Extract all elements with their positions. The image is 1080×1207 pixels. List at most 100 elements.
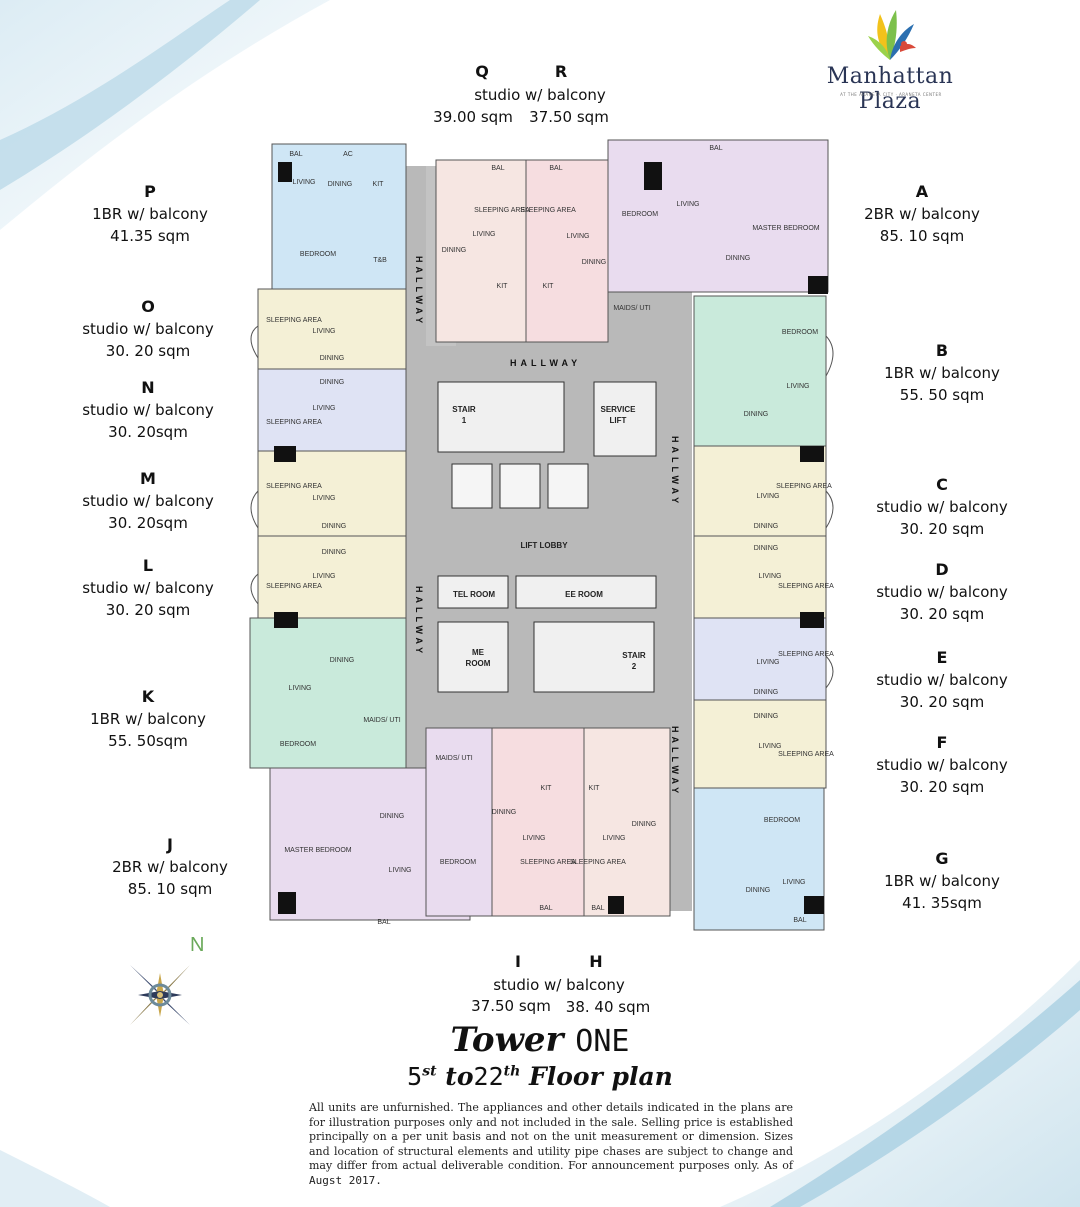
- ee-room: [515, 575, 657, 609]
- room-label: BEDROOM: [782, 329, 818, 336]
- unit-type: studio w/ balcony: [82, 492, 214, 510]
- room-label: KIT: [497, 283, 509, 290]
- room-label: SLEEPING AREA: [266, 317, 322, 324]
- unit-h-plan: [583, 727, 671, 917]
- room-label: AC: [343, 151, 353, 158]
- floor-to: 22: [473, 1062, 504, 1091]
- unit-type: studio w/ balcony: [876, 498, 1008, 516]
- parrot-logo-icon: [868, 10, 916, 60]
- unit-type: 2BR w/ balcony: [112, 858, 228, 876]
- service-lift-label: SERVICE: [601, 405, 637, 414]
- room-label: LIVING: [313, 405, 336, 412]
- unit-r-plan: [525, 159, 609, 343]
- room-label: LIVING: [289, 685, 312, 692]
- stair-1: [437, 381, 565, 453]
- room-label: DINING: [328, 181, 353, 188]
- me-room-sub: ROOM: [466, 659, 491, 668]
- room-label: DINING: [320, 355, 345, 362]
- disclaimer-body: All units are unfurnished. The appliance…: [309, 1101, 793, 1173]
- unit-size: 55. 50sqm: [108, 732, 188, 750]
- unit-letter: R: [554, 62, 568, 81]
- room-label: DINING: [744, 411, 769, 418]
- room-label: BEDROOM: [300, 251, 336, 258]
- compass-rose-icon: [130, 965, 190, 1025]
- compass-north-label: N: [190, 934, 205, 956]
- stair1-number: 1: [462, 416, 467, 425]
- hallway-label-right-bottom: HALLWAY: [670, 726, 680, 797]
- unit-label-q: Q: [462, 61, 502, 83]
- unit-label-d: D studio w/ balcony 30. 20 sqm: [852, 559, 1032, 625]
- room-label: LIVING: [759, 743, 782, 750]
- me-room: [437, 621, 509, 693]
- unit-label-r: R: [541, 61, 581, 83]
- room-label: LIVING: [757, 659, 780, 666]
- unit-f-plan: [693, 699, 827, 789]
- unit-letter: K: [141, 687, 155, 706]
- unit-l-plan: [257, 535, 407, 619]
- room-label: BAL: [549, 165, 562, 172]
- room-label: DINING: [726, 255, 751, 262]
- room-label: DINING: [320, 379, 345, 386]
- unit-label-k: K 1BR w/ balcony 55. 50sqm: [58, 686, 238, 752]
- tower-name: ONE: [575, 1024, 630, 1059]
- unit-type: studio w/ balcony: [82, 579, 214, 597]
- room-label: LIVING: [313, 328, 336, 335]
- service-lift-sub: LIFT: [610, 416, 627, 425]
- unit-p-plan: [271, 143, 407, 290]
- unit-label-b: B 1BR w/ balcony 55. 50 sqm: [852, 340, 1032, 406]
- unit-letter: G: [935, 849, 949, 868]
- lift-lobby-label: LIFT LOBBY: [520, 541, 568, 550]
- room-label: LIVING: [757, 493, 780, 500]
- room-label: LIVING: [523, 835, 546, 842]
- unit-letter: J: [167, 835, 173, 854]
- unit-size: 85. 10 sqm: [879, 227, 965, 245]
- room-label: T&B: [373, 257, 387, 264]
- unit-type: 1BR w/ balcony: [92, 205, 208, 223]
- room-label: DINING: [632, 821, 657, 828]
- unit-label-i: I: [498, 951, 538, 973]
- unit-label-g: G 1BR w/ balcony 41. 35sqm: [852, 848, 1032, 914]
- unit-size: 85. 10 sqm: [127, 880, 213, 898]
- unit-label-c: C studio w/ balcony 30. 20 sqm: [852, 474, 1032, 540]
- room-label: DINING: [492, 809, 517, 816]
- unit-label-e: E studio w/ balcony 30. 20 sqm: [852, 647, 1032, 713]
- stair2-number: 2: [632, 662, 637, 671]
- unit-type: studio w/ balcony: [876, 756, 1008, 774]
- room-label: KIT: [373, 181, 385, 188]
- unit-label-m: M studio w/ balcony 30. 20sqm: [58, 468, 238, 534]
- room-label: SLEEPING AREA: [570, 859, 626, 866]
- unit-n-plan: [257, 368, 407, 452]
- room-label: LIVING: [603, 835, 626, 842]
- unit-letter: F: [936, 733, 948, 752]
- unit-size-i: 37.50 sqm: [466, 995, 556, 1017]
- tel-room-label: TEL ROOM: [453, 590, 495, 599]
- room-label: DINING: [330, 657, 355, 664]
- room-label: BAL: [793, 917, 806, 924]
- hallway-label-top: HALLWAY: [510, 358, 581, 368]
- unit-g-plan: [693, 787, 825, 931]
- unit-type: 2BR w/ balcony: [864, 205, 980, 223]
- unit-letter: M: [140, 469, 156, 488]
- unit-letter: E: [936, 648, 948, 667]
- unit-label-n: N studio w/ balcony 30. 20sqm: [58, 377, 238, 443]
- unit-type: studio w/ balcony: [82, 401, 214, 419]
- unit-b-plan: [693, 295, 827, 447]
- unit-letter: C: [936, 475, 948, 494]
- unit-size: 39.00 sqm: [433, 108, 513, 126]
- room-label: LIVING: [389, 867, 412, 874]
- unit-type: studio w/ balcony: [493, 976, 625, 994]
- unit-label-l: L studio w/ balcony 30. 20 sqm: [58, 555, 238, 621]
- unit-type: 1BR w/ balcony: [884, 364, 1000, 382]
- room-label: LIVING: [567, 233, 590, 240]
- room-label: SLEEPING AREA: [778, 751, 834, 758]
- tower-word: Tower: [450, 1020, 564, 1060]
- unit-type-qr: studio w/ balcony: [420, 84, 660, 106]
- unit-m-plan: [257, 450, 407, 537]
- floor-from: 5: [407, 1062, 423, 1091]
- floor-from-suffix: st: [422, 1063, 437, 1080]
- room-label: BEDROOM: [622, 211, 658, 218]
- unit-type: studio w/ balcony: [474, 86, 606, 104]
- floor-plan: STAIR 1 SERVICE LIFT LIFT LOBBY TEL ROOM…: [249, 139, 834, 931]
- unit-size: 30. 20 sqm: [105, 342, 191, 360]
- stair-2: [533, 621, 655, 693]
